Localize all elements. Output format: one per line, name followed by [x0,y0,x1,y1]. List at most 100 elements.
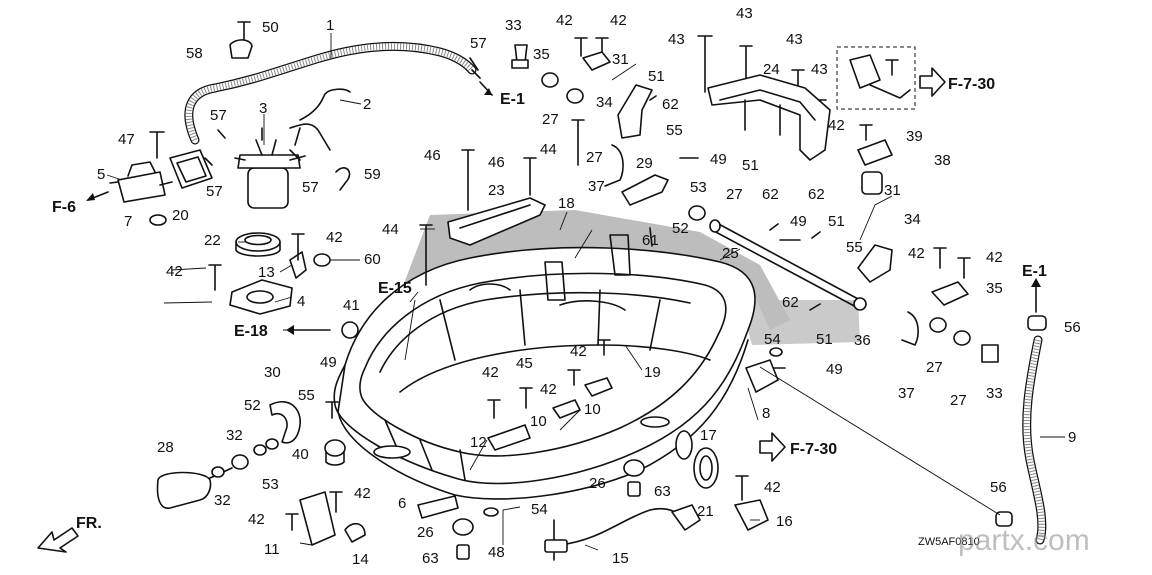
lower-cover-part[interactable] [333,210,860,500]
clip-56-bottom[interactable] [995,511,1013,527]
damper-part-38[interactable] [861,171,883,195]
bracket-part-16[interactable] [734,499,769,531]
label-part-19: 19 [644,364,661,381]
cover-part-24[interactable] [707,74,831,161]
washer-part-52-53[interactable] [253,438,279,456]
label-part-56b: 56 [990,479,1007,496]
label-part-23: 23 [488,182,505,199]
bracket-part-11[interactable] [299,491,336,546]
label-part-62c: 62 [808,186,825,203]
grommet-part-60[interactable] [313,253,331,267]
label-part-56a: 56 [1064,319,1081,336]
springs-part-62[interactable] [649,95,821,311]
label-part-53a: 53 [690,179,707,196]
label-part-25: 25 [722,245,739,262]
label-part-35b: 35 [986,280,1003,297]
clamp-part-57[interactable] [204,69,481,166]
front-direction-label: FR. [76,515,102,532]
label-part-28: 28 [157,439,174,456]
bracket-part-8[interactable] [745,359,779,393]
bolt-icon-set [149,21,971,561]
label-part-42e: 42 [828,117,845,134]
clip-part-14[interactable] [344,522,366,543]
label-part-52b: 52 [244,397,261,414]
label-part-43c: 43 [786,31,803,48]
label-part-27b: 27 [586,149,603,166]
seal-part-22[interactable] [235,232,281,257]
bracket-part-12[interactable] [487,424,531,451]
label-part-1: 1 [326,17,334,34]
label-part-44b: 44 [382,221,399,238]
washer-part-27[interactable] [541,72,971,346]
label-part-3: 3 [259,100,267,117]
washer-part-7[interactable] [149,214,167,226]
label-part-58: 58 [186,45,203,62]
label-part-55c: 55 [298,387,315,404]
label-part-22: 22 [204,232,221,249]
label-part-40: 40 [292,446,309,463]
plate-part-35[interactable] [582,51,969,306]
rod-part-25[interactable] [709,219,867,311]
label-part-42c: 42 [326,229,343,246]
label-part-6: 6 [398,495,406,512]
fuel-pump-part[interactable] [109,161,173,203]
washer-part-54[interactable] [483,347,783,517]
cover-part-23[interactable] [447,197,546,246]
pin-part-61[interactable] [649,227,653,247]
bracket-part-10[interactable] [552,377,613,419]
label-part-42g: 42 [908,245,925,262]
clamp-part-58[interactable] [229,39,253,59]
collar-part-33[interactable] [511,59,999,363]
hose-part-1[interactable] [184,41,477,145]
label-part-36: 36 [854,332,871,349]
label-part-34a: 34 [596,94,613,111]
clip-56-top[interactable] [1027,315,1047,331]
clip-part-30[interactable] [269,401,301,444]
grommet-part-26[interactable] [452,459,645,536]
hose-part-2[interactable] [289,88,351,151]
label-part-42m: 42 [764,479,781,496]
label-part-13: 13 [258,264,275,281]
gasket-part-20[interactable] [169,149,213,189]
grommet-part-32[interactable] [211,454,249,478]
link-part-29[interactable] [621,174,669,206]
ref-e18: E-18 [234,323,268,340]
label-part-30: 30 [264,364,281,381]
label-part-26a: 26 [589,475,606,492]
fuel-filter-part[interactable] [234,127,306,209]
label-part-8: 8 [762,405,770,422]
label-part-12: 12 [470,434,487,451]
plate-part-6[interactable] [417,495,459,519]
label-part-49a: 49 [710,151,727,168]
label-part-46b: 46 [488,154,505,171]
label-part-51d: 51 [816,331,833,348]
grommet-part-21[interactable] [693,447,719,489]
bracket-part-f730[interactable] [849,54,911,99]
label-part-54b: 54 [764,331,781,348]
part-number-labels: 1 2 3 4 5 6 7 8 9 10 10 11 12 13 14 15 1… [97,5,1081,568]
label-part-31a: 31 [612,51,629,68]
plate-part-39[interactable] [857,139,893,166]
grommet-part-41[interactable] [341,321,359,339]
lever-part-31-top[interactable] [617,84,653,139]
seal-part-17[interactable] [675,430,693,460]
lever-part-31-right[interactable] [857,244,893,283]
label-part-35a: 35 [533,46,550,63]
collar-part-63[interactable] [456,481,641,560]
label-part-10a: 10 [530,413,547,430]
cable-part-15[interactable] [544,504,701,553]
plug-part-40[interactable] [324,439,346,466]
label-part-9: 9 [1068,429,1076,446]
label-part-50: 50 [262,19,279,36]
label-part-42d: 42 [166,263,183,280]
wire-part-37-right[interactable] [901,311,919,346]
hose-part-9[interactable] [1022,335,1047,545]
wire-part-37-left[interactable] [604,144,624,187]
label-part-47: 47 [118,131,135,148]
plate-part-4[interactable] [229,279,293,315]
clip-part-59[interactable] [335,167,351,191]
label-part-14: 14 [352,551,369,568]
leader-lines [106,33,1065,551]
